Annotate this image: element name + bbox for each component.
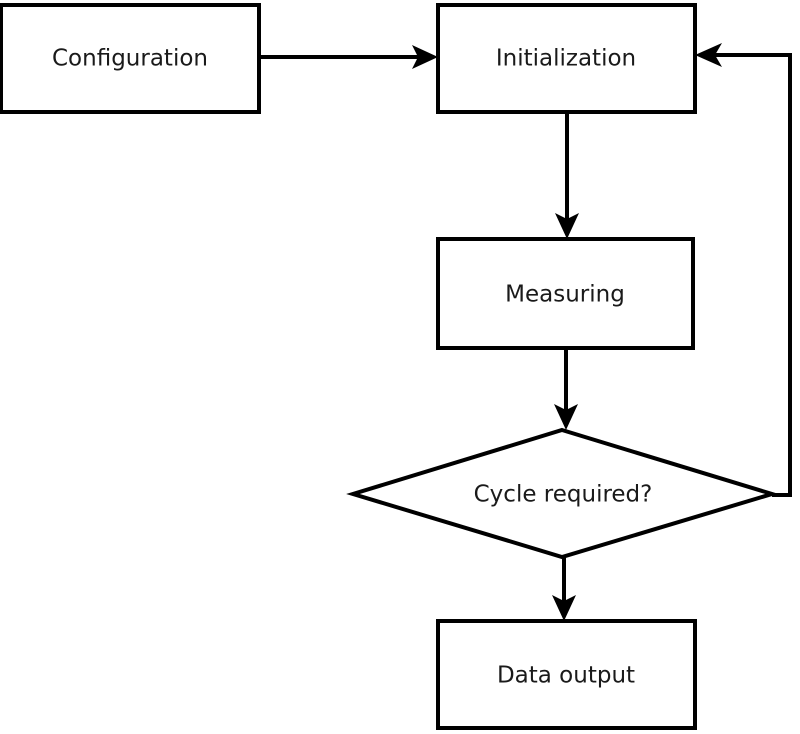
edge-cycle-required-to-data-output bbox=[552, 557, 576, 621]
node-cycle-required[interactable]: Cycle required? bbox=[346, 427, 779, 560]
node-label-measuring: Measuring bbox=[505, 282, 625, 308]
node-shape-cycle-required bbox=[346, 427, 779, 560]
arrow-head-configuration-to-initialization bbox=[412, 45, 438, 69]
node-shape-data-output bbox=[436, 619, 697, 730]
arrow-head-measuring-to-cycle-required bbox=[554, 404, 578, 430]
node-label-configuration: Configuration bbox=[52, 46, 208, 72]
edge-configuration-to-initialization bbox=[259, 45, 438, 69]
edge-cycle-required-to-initialization-loop bbox=[695, 43, 792, 497]
node-data-output[interactable]: Data output bbox=[436, 619, 697, 730]
nodes-layer: Configuration Initialization Measuring C… bbox=[0, 3, 779, 730]
edges-layer bbox=[259, 43, 792, 621]
edge-line-cycle-required-to-initialization-loop bbox=[704, 53, 792, 497]
node-label-data-output: Data output bbox=[497, 663, 635, 689]
node-label-cycle-required: Cycle required? bbox=[474, 482, 653, 508]
arrow-head-initialization-to-measuring bbox=[555, 213, 579, 239]
node-configuration[interactable]: Configuration bbox=[0, 3, 261, 114]
arrow-head-cycle-required-to-initialization-loop bbox=[695, 43, 722, 67]
node-shape-initialization bbox=[436, 3, 697, 114]
arrow-head-cycle-required-to-data-output bbox=[552, 595, 576, 621]
node-shape-measuring bbox=[436, 237, 695, 350]
edge-measuring-to-cycle-required bbox=[554, 348, 578, 430]
node-shape-configuration bbox=[0, 3, 261, 114]
node-measuring[interactable]: Measuring bbox=[436, 237, 695, 350]
node-initialization[interactable]: Initialization bbox=[436, 3, 697, 114]
edge-initialization-to-measuring bbox=[555, 112, 579, 239]
node-label-initialization: Initialization bbox=[496, 46, 636, 72]
